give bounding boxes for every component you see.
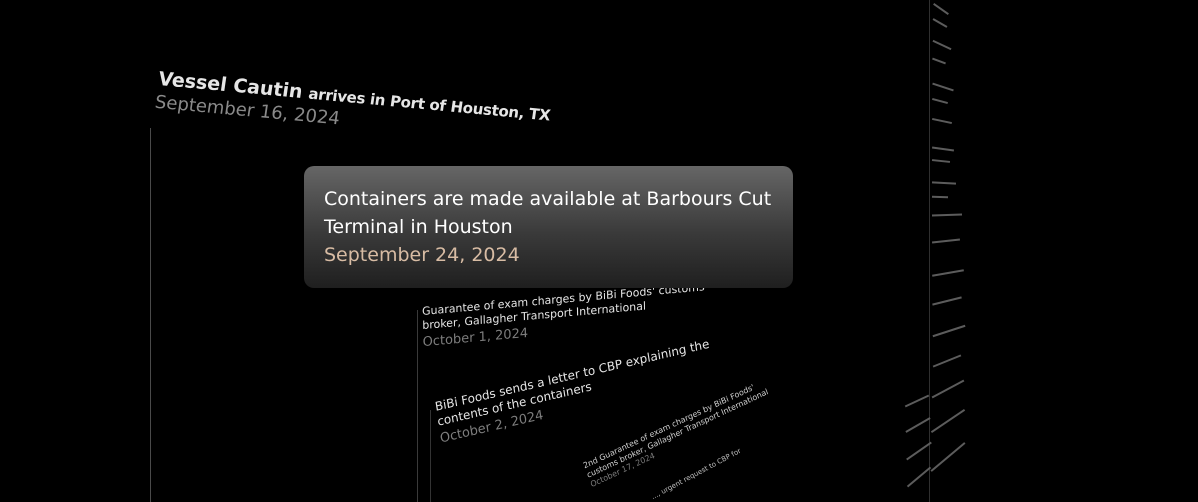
far-text-line xyxy=(931,238,961,244)
tooltip-title: Containers are made available at Barbour… xyxy=(324,188,772,238)
tooltip-date: September 24, 2024 xyxy=(324,244,520,266)
far-text-line xyxy=(905,417,931,433)
far-text-line xyxy=(932,324,966,338)
far-text-line xyxy=(931,213,963,217)
timeline-rule-inner xyxy=(417,310,418,502)
far-text-line xyxy=(932,97,948,105)
far-text-line xyxy=(932,269,964,277)
timeline-rule-inner-2 xyxy=(430,410,431,502)
far-text-line xyxy=(906,441,932,461)
timeline-rule xyxy=(150,128,151,502)
far-text-line xyxy=(932,18,948,28)
far-text-line xyxy=(904,394,930,408)
far-text-line xyxy=(931,146,955,152)
timeline-event[interactable]: Guarantee of exam charges by BiBi Foods'… xyxy=(422,280,705,349)
far-text-line xyxy=(932,296,962,306)
event-tooltip: Containers are made available at Barbour… xyxy=(304,166,793,288)
far-text-line xyxy=(932,39,952,51)
far-text-line xyxy=(931,159,951,163)
far-text-line xyxy=(932,354,962,368)
far-text-line xyxy=(932,57,946,65)
far-cluster xyxy=(900,380,940,502)
far-text-line xyxy=(933,3,949,15)
far-text-line xyxy=(931,181,957,185)
timeline-event[interactable]: Vessel Cautin arrives in Port of Houston… xyxy=(154,68,552,148)
far-panel-rule xyxy=(929,0,930,502)
far-text-line xyxy=(906,466,932,488)
event-date: October 17, 2024 xyxy=(589,451,657,490)
far-text-line xyxy=(932,117,952,125)
far-panel xyxy=(926,0,986,502)
far-text-line xyxy=(931,195,949,199)
far-text-line xyxy=(932,82,954,92)
